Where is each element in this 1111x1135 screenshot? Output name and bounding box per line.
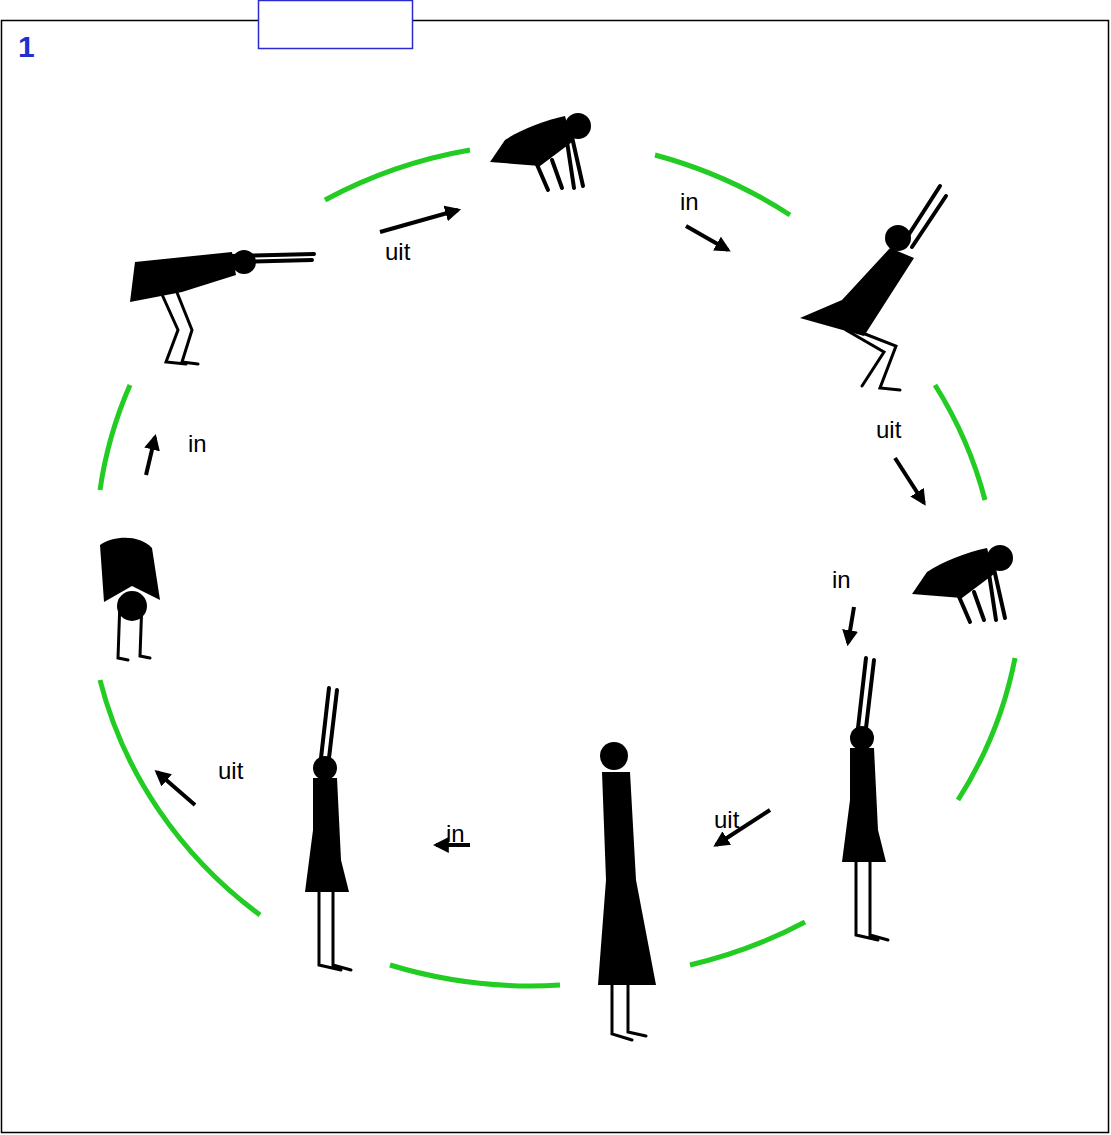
crouch-figure <box>912 545 1013 622</box>
cycle-ring <box>100 150 1015 986</box>
breath-label: uit <box>385 238 410 266</box>
figure-number: 1 <box>18 30 35 64</box>
crouch-figure <box>490 113 591 190</box>
bent-arms-figure <box>130 250 314 364</box>
breath-label: in <box>680 188 699 216</box>
standing-figure <box>598 742 656 1040</box>
breath-label: uit <box>714 806 739 834</box>
arms-up-figure <box>305 688 351 970</box>
breath-label: in <box>832 566 851 594</box>
forward-fold-figure <box>100 538 160 660</box>
arms-up-figure <box>842 658 888 940</box>
breath-label: uit <box>218 757 243 785</box>
breath-arrows <box>146 210 924 845</box>
frame <box>2 21 1109 1133</box>
blank-box <box>259 1 413 49</box>
breath-label: in <box>446 820 465 848</box>
chair-figure <box>800 186 946 390</box>
breath-label: in <box>188 430 207 458</box>
breath-label: uit <box>876 416 901 444</box>
